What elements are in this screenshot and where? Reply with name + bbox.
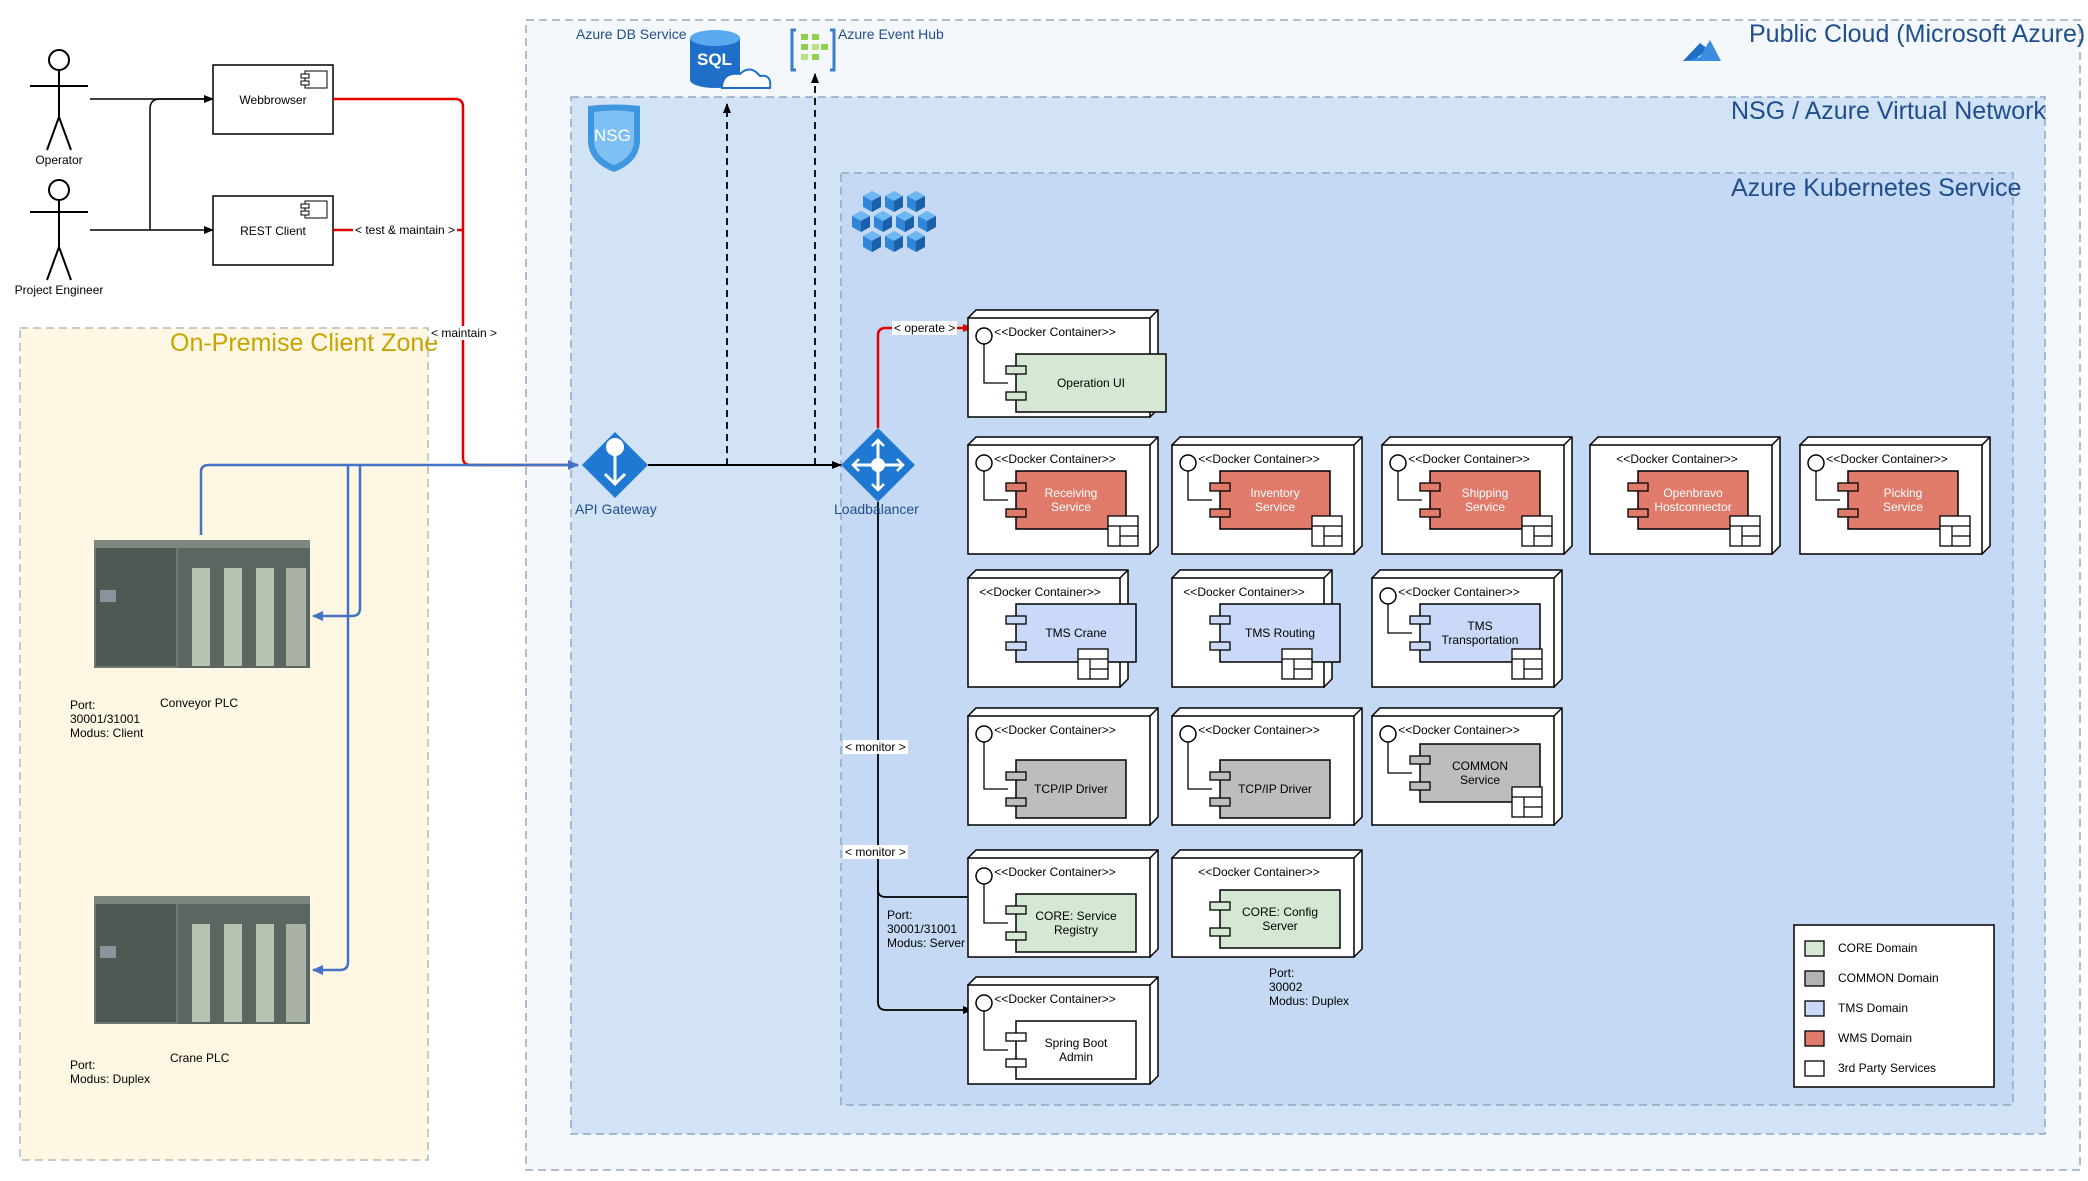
nsg-title: NSG / Azure Virtual Network [1731,97,2046,125]
legend-swatch [1804,1000,1825,1017]
container-stereotype: <<Docker Container>> [994,325,1116,339]
docker-container-receiving [966,436,1159,555]
container-stereotype: <<Docker Container>> [1198,452,1320,466]
legend-item: CORE Domain [1838,941,1918,955]
container-label-config: CORE: Config Server [1241,905,1319,933]
conveyor-plc-label: Conveyor PLC [160,696,239,710]
legend-swatch [1804,1060,1825,1077]
operator-actor-icon [30,49,88,151]
container-label-tms-transport: TMS Transportation [1441,619,1519,647]
edge-engineer-webbrowser [149,98,213,230]
container-stereotype: <<Docker Container>> [1183,585,1305,599]
container-stereotype: <<Docker Container>> [1398,723,1520,737]
loadbalancer-label: Loadbalancer [834,501,919,517]
rest-client-label: REST Client [240,224,306,238]
container-stereotype: <<Docker Container>> [1398,585,1520,599]
docker-container-openbravo [1588,436,1781,555]
event-hub-icon [790,28,836,72]
docker-container-tms-crane [966,569,1137,688]
container-stereotype: <<Docker Container>> [1616,452,1738,466]
event-hub-label: Azure Event Hub [838,26,944,42]
docker-container-tms-transport [1370,569,1563,688]
legend-box [1793,924,1995,1088]
operator-label: Operator [35,153,83,167]
azure-logo-icon [1683,40,1721,61]
docker-container-shipping [1380,436,1573,555]
monitor-label-1: < monitor > [843,740,908,754]
container-label-openbravo: Openbravo Hostconnector [1654,486,1732,514]
docker-container-registry [966,849,1159,958]
container-stereotype: <<Docker Container>> [994,992,1116,1006]
container-label-operation-ui: Operation UI [1056,376,1126,390]
crane-plc-port: Port: Modus: Duplex [70,1058,151,1086]
docker-container-spring [966,976,1159,1085]
crane-plc-label: Crane PLC [170,1051,230,1065]
container-label-tms-crane: TMS Crane [1045,626,1107,640]
conveyor-plc-port: Port: 30001/31001 Modus: Client [70,698,144,740]
legend-item: TMS Domain [1838,1001,1909,1015]
docker-container-common [1370,707,1563,826]
container-label-spring: Spring Boot Admin [1044,1036,1108,1064]
container-label-tms-routing: TMS Routing [1244,626,1316,640]
container-label-registry: CORE: Service Registry [1035,909,1117,937]
container-label-shipping: Shipping Service [1461,486,1509,514]
public-cloud-title: Public Cloud (Microsoft Azure) [1749,20,2086,48]
edge-api-crane [312,465,350,975]
legend-item: COMMON Domain [1838,971,1939,985]
docker-container-tcp2 [1170,707,1363,826]
container-stereotype: <<Docker Container>> [994,865,1116,879]
on-premise-title: On-Premise Client Zone [170,329,439,357]
container-label-common: COMMON Service [1452,759,1508,787]
docker-container-inventory [1170,436,1363,555]
container-stereotype: <<Docker Container>> [979,585,1101,599]
conveyor-plc-icon [94,540,310,668]
docker-container-picking [1798,436,1991,555]
test-maintain-label: < test & maintain > [353,223,458,237]
sql-icon-text: SQL [697,50,732,69]
azure-db-label: Azure DB Service [576,26,687,42]
webbrowser-label: Webbrowser [239,93,307,107]
on-premise-zone [19,327,429,1161]
container-stereotype: <<Docker Container>> [1198,865,1320,879]
crane-plc-icon [94,896,310,1024]
container-stereotype: <<Docker Container>> [994,452,1116,466]
legend-swatch [1804,940,1825,957]
aks-title: Azure Kubernetes Service [1731,174,2022,202]
legend-swatch [1804,970,1825,987]
edge-lb-spring [877,880,973,1014]
engineer-label: Project Engineer [14,283,104,297]
engineer-actor-icon [30,179,88,281]
operate-label: < operate > [892,321,958,335]
container-stereotype: <<Docker Container>> [1826,452,1948,466]
container-stereotype: <<Docker Container>> [1198,723,1320,737]
loadbalancer-icon [841,428,915,502]
container-label-tcp2: TCP/IP Driver [1238,782,1312,796]
maintain-label: < maintain > [429,326,500,340]
edge-lb-operation [876,324,973,428]
container-label-inventory: Inventory Service [1250,486,1300,514]
nsg-shield-icon [588,104,640,172]
legend-item: 3rd Party Services [1838,1061,1937,1075]
registry-port: Port: 30001/31001 Modus: Server [887,908,966,950]
nsg-badge-text: NSG [594,126,631,145]
api-gateway-icon [582,432,648,498]
container-label-picking: Picking Service [1882,486,1923,514]
api-gateway-label: API Gateway [575,501,657,517]
container-label-tcp1: TCP/IP Driver [1034,782,1108,796]
sql-database-icon [690,30,772,89]
docker-container-config [1170,849,1363,958]
legend-item: WMS Domain [1838,1031,1913,1045]
legend-swatch [1804,1030,1825,1047]
docker-container-tcp1 [966,707,1159,826]
edge-conveyor-api [199,460,579,535]
container-stereotype: <<Docker Container>> [1408,452,1530,466]
config-port: Port: 30002 Modus: Duplex [1269,966,1350,1008]
docker-container-tms-routing [1170,569,1341,688]
container-stereotype: <<Docker Container>> [994,723,1116,737]
monitor-label-2: < monitor > [843,845,908,859]
edge-api-conveyor [312,465,362,621]
container-label-receiving: Receiving Service [1044,486,1098,514]
docker-container-operation-ui [966,309,1167,418]
